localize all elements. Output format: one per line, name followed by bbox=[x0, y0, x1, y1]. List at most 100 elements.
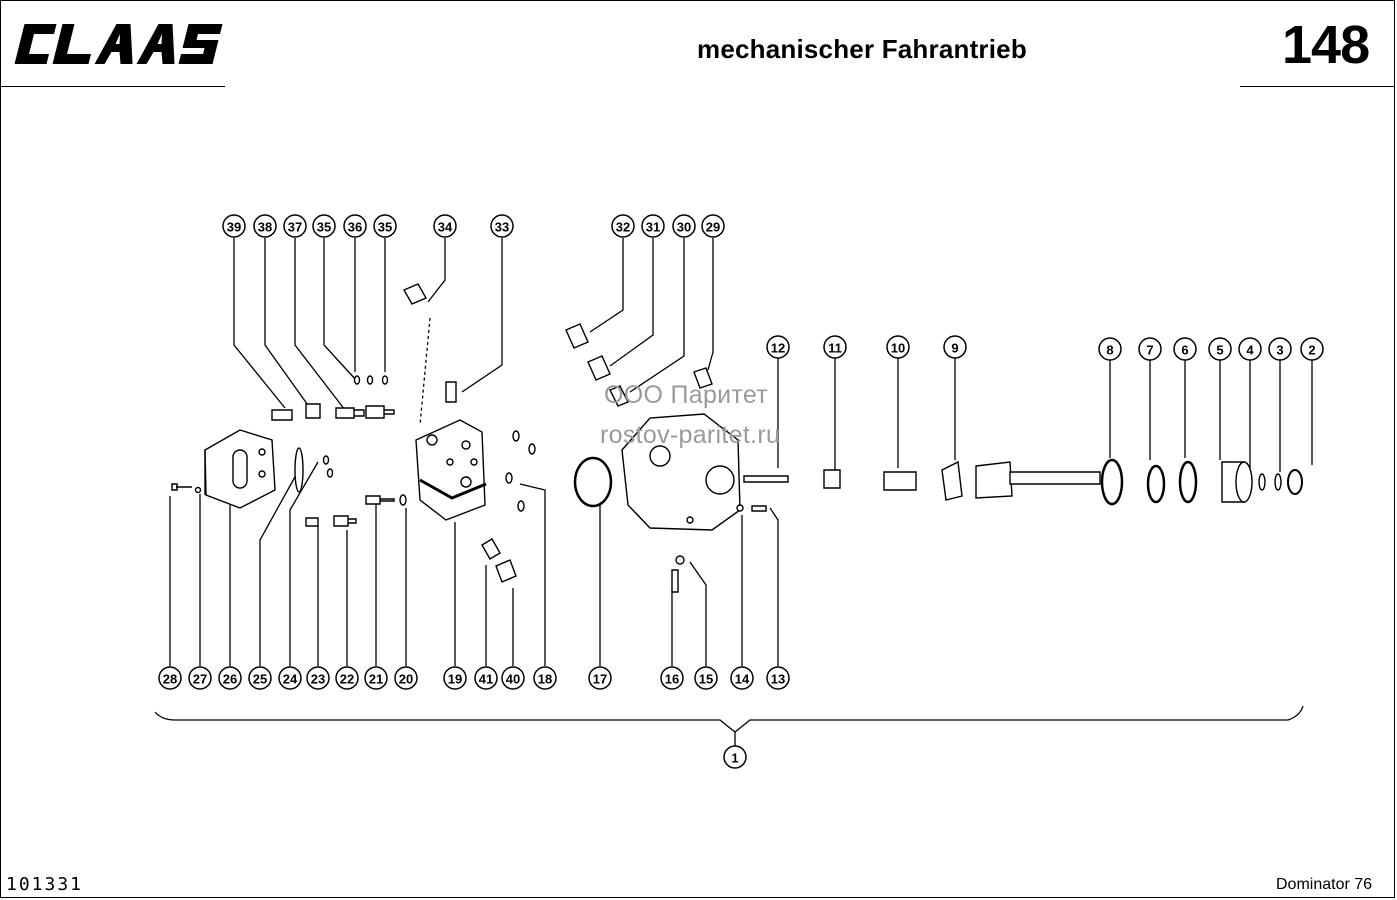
svg-text:41: 41 bbox=[479, 672, 493, 687]
callout-40: 40 bbox=[501, 666, 525, 690]
machine-model: Dominator 76 bbox=[1276, 876, 1373, 893]
svg-text:7: 7 bbox=[1146, 343, 1153, 358]
callout-28: 28 bbox=[158, 666, 182, 690]
parts-drawings bbox=[171, 283, 1303, 593]
callout-31: 31 bbox=[641, 214, 665, 238]
callout-35a: 35 bbox=[312, 214, 336, 238]
svg-text:25: 25 bbox=[253, 672, 267, 687]
callout-30: 30 bbox=[672, 214, 696, 238]
callout-29: 29 bbox=[701, 214, 725, 238]
callout-6: 6 bbox=[1173, 337, 1197, 361]
svg-text:30: 30 bbox=[677, 220, 691, 235]
watermark-company: ООО Паритет bbox=[604, 381, 769, 409]
callouts-bottom: 28 27 26 25 24 23 22 21 20 19 41 40 18 1… bbox=[158, 666, 790, 690]
callout-10: 10 bbox=[886, 335, 910, 359]
svg-text:35: 35 bbox=[378, 220, 392, 235]
svg-text:29: 29 bbox=[706, 220, 720, 235]
callout-15: 15 bbox=[694, 666, 718, 690]
svg-text:38: 38 bbox=[258, 220, 272, 235]
callout-41: 41 bbox=[474, 666, 498, 690]
callout-18: 18 bbox=[533, 666, 557, 690]
svg-text:4: 4 bbox=[1246, 343, 1254, 358]
svg-text:35: 35 bbox=[317, 220, 331, 235]
svg-text:33: 33 bbox=[495, 220, 509, 235]
callout-12: 12 bbox=[766, 335, 790, 359]
svg-text:28: 28 bbox=[163, 672, 177, 687]
callout-14: 14 bbox=[730, 666, 754, 690]
callout-21: 21 bbox=[364, 666, 388, 690]
callout-17: 17 bbox=[588, 666, 612, 690]
document-id: 101331 bbox=[6, 874, 84, 895]
svg-text:26: 26 bbox=[223, 672, 237, 687]
callout-32: 32 bbox=[611, 214, 635, 238]
page-number: 148 bbox=[1282, 15, 1370, 75]
callout-assembly: 1 bbox=[723, 745, 747, 769]
callout-24: 24 bbox=[278, 666, 302, 690]
callout-4: 4 bbox=[1238, 337, 1262, 361]
svg-text:34: 34 bbox=[438, 220, 453, 235]
callouts-top-right: 12 11 10 9 8 7 6 5 4 3 2 bbox=[766, 335, 1324, 361]
callout-33: 33 bbox=[490, 214, 514, 238]
svg-text:37: 37 bbox=[288, 220, 302, 235]
svg-text:17: 17 bbox=[593, 672, 607, 687]
callout-26: 26 bbox=[218, 666, 242, 690]
callout-34: 34 bbox=[433, 214, 457, 238]
svg-text:5: 5 bbox=[1216, 343, 1223, 358]
callout-8: 8 bbox=[1098, 337, 1122, 361]
svg-text:13: 13 bbox=[771, 672, 785, 687]
svg-text:23: 23 bbox=[311, 672, 325, 687]
callout-22: 22 bbox=[335, 666, 359, 690]
svg-text:11: 11 bbox=[828, 341, 842, 356]
svg-text:36: 36 bbox=[348, 220, 362, 235]
callout-11: 11 bbox=[823, 335, 847, 359]
callout-27: 27 bbox=[188, 666, 212, 690]
callouts-top-left: 39 38 37 35 36 35 34 33 bbox=[222, 214, 514, 238]
callout-36: 36 bbox=[343, 214, 367, 238]
svg-text:32: 32 bbox=[616, 220, 630, 235]
callout-7: 7 bbox=[1138, 337, 1162, 361]
callout-38: 38 bbox=[253, 214, 277, 238]
page-title: mechanischer Fahrantrieb bbox=[697, 34, 1027, 64]
svg-text:27: 27 bbox=[193, 672, 207, 687]
svg-text:3: 3 bbox=[1276, 343, 1283, 358]
svg-text:8: 8 bbox=[1106, 343, 1113, 358]
header-rule-right bbox=[1240, 86, 1395, 87]
callout-39: 39 bbox=[222, 214, 246, 238]
svg-text:2: 2 bbox=[1308, 343, 1315, 358]
callout-2: 2 bbox=[1300, 337, 1324, 361]
callout-3: 3 bbox=[1268, 337, 1292, 361]
svg-text:6: 6 bbox=[1181, 343, 1188, 358]
svg-text:18: 18 bbox=[538, 672, 552, 687]
callout-37: 37 bbox=[283, 214, 307, 238]
watermark-url: rostov-paritet.ru bbox=[600, 421, 781, 449]
callout-35b: 35 bbox=[373, 214, 397, 238]
callout-19: 19 bbox=[443, 666, 467, 690]
svg-text:39: 39 bbox=[227, 220, 241, 235]
svg-text:16: 16 bbox=[665, 672, 679, 687]
header-rule-left bbox=[0, 86, 225, 87]
svg-text:21: 21 bbox=[369, 672, 383, 687]
svg-text:20: 20 bbox=[399, 672, 413, 687]
svg-text:14: 14 bbox=[735, 672, 750, 687]
claas-logo bbox=[14, 24, 223, 64]
callout-16: 16 bbox=[660, 666, 684, 690]
svg-text:15: 15 bbox=[699, 672, 713, 687]
callout-13: 13 bbox=[766, 666, 790, 690]
svg-text:10: 10 bbox=[891, 341, 905, 356]
callout-5: 5 bbox=[1208, 337, 1232, 361]
svg-text:1: 1 bbox=[731, 751, 738, 766]
callouts-top-middle: 32 31 30 29 bbox=[611, 214, 725, 238]
callout-9: 9 bbox=[943, 335, 967, 359]
svg-text:22: 22 bbox=[340, 672, 354, 687]
svg-text:9: 9 bbox=[951, 341, 958, 356]
callout-25: 25 bbox=[248, 666, 272, 690]
callout-20: 20 bbox=[394, 666, 418, 690]
svg-text:12: 12 bbox=[771, 341, 785, 356]
callout-23: 23 bbox=[306, 666, 330, 690]
svg-text:24: 24 bbox=[283, 672, 298, 687]
leader-lines bbox=[154, 238, 1313, 746]
svg-text:19: 19 bbox=[448, 672, 462, 687]
